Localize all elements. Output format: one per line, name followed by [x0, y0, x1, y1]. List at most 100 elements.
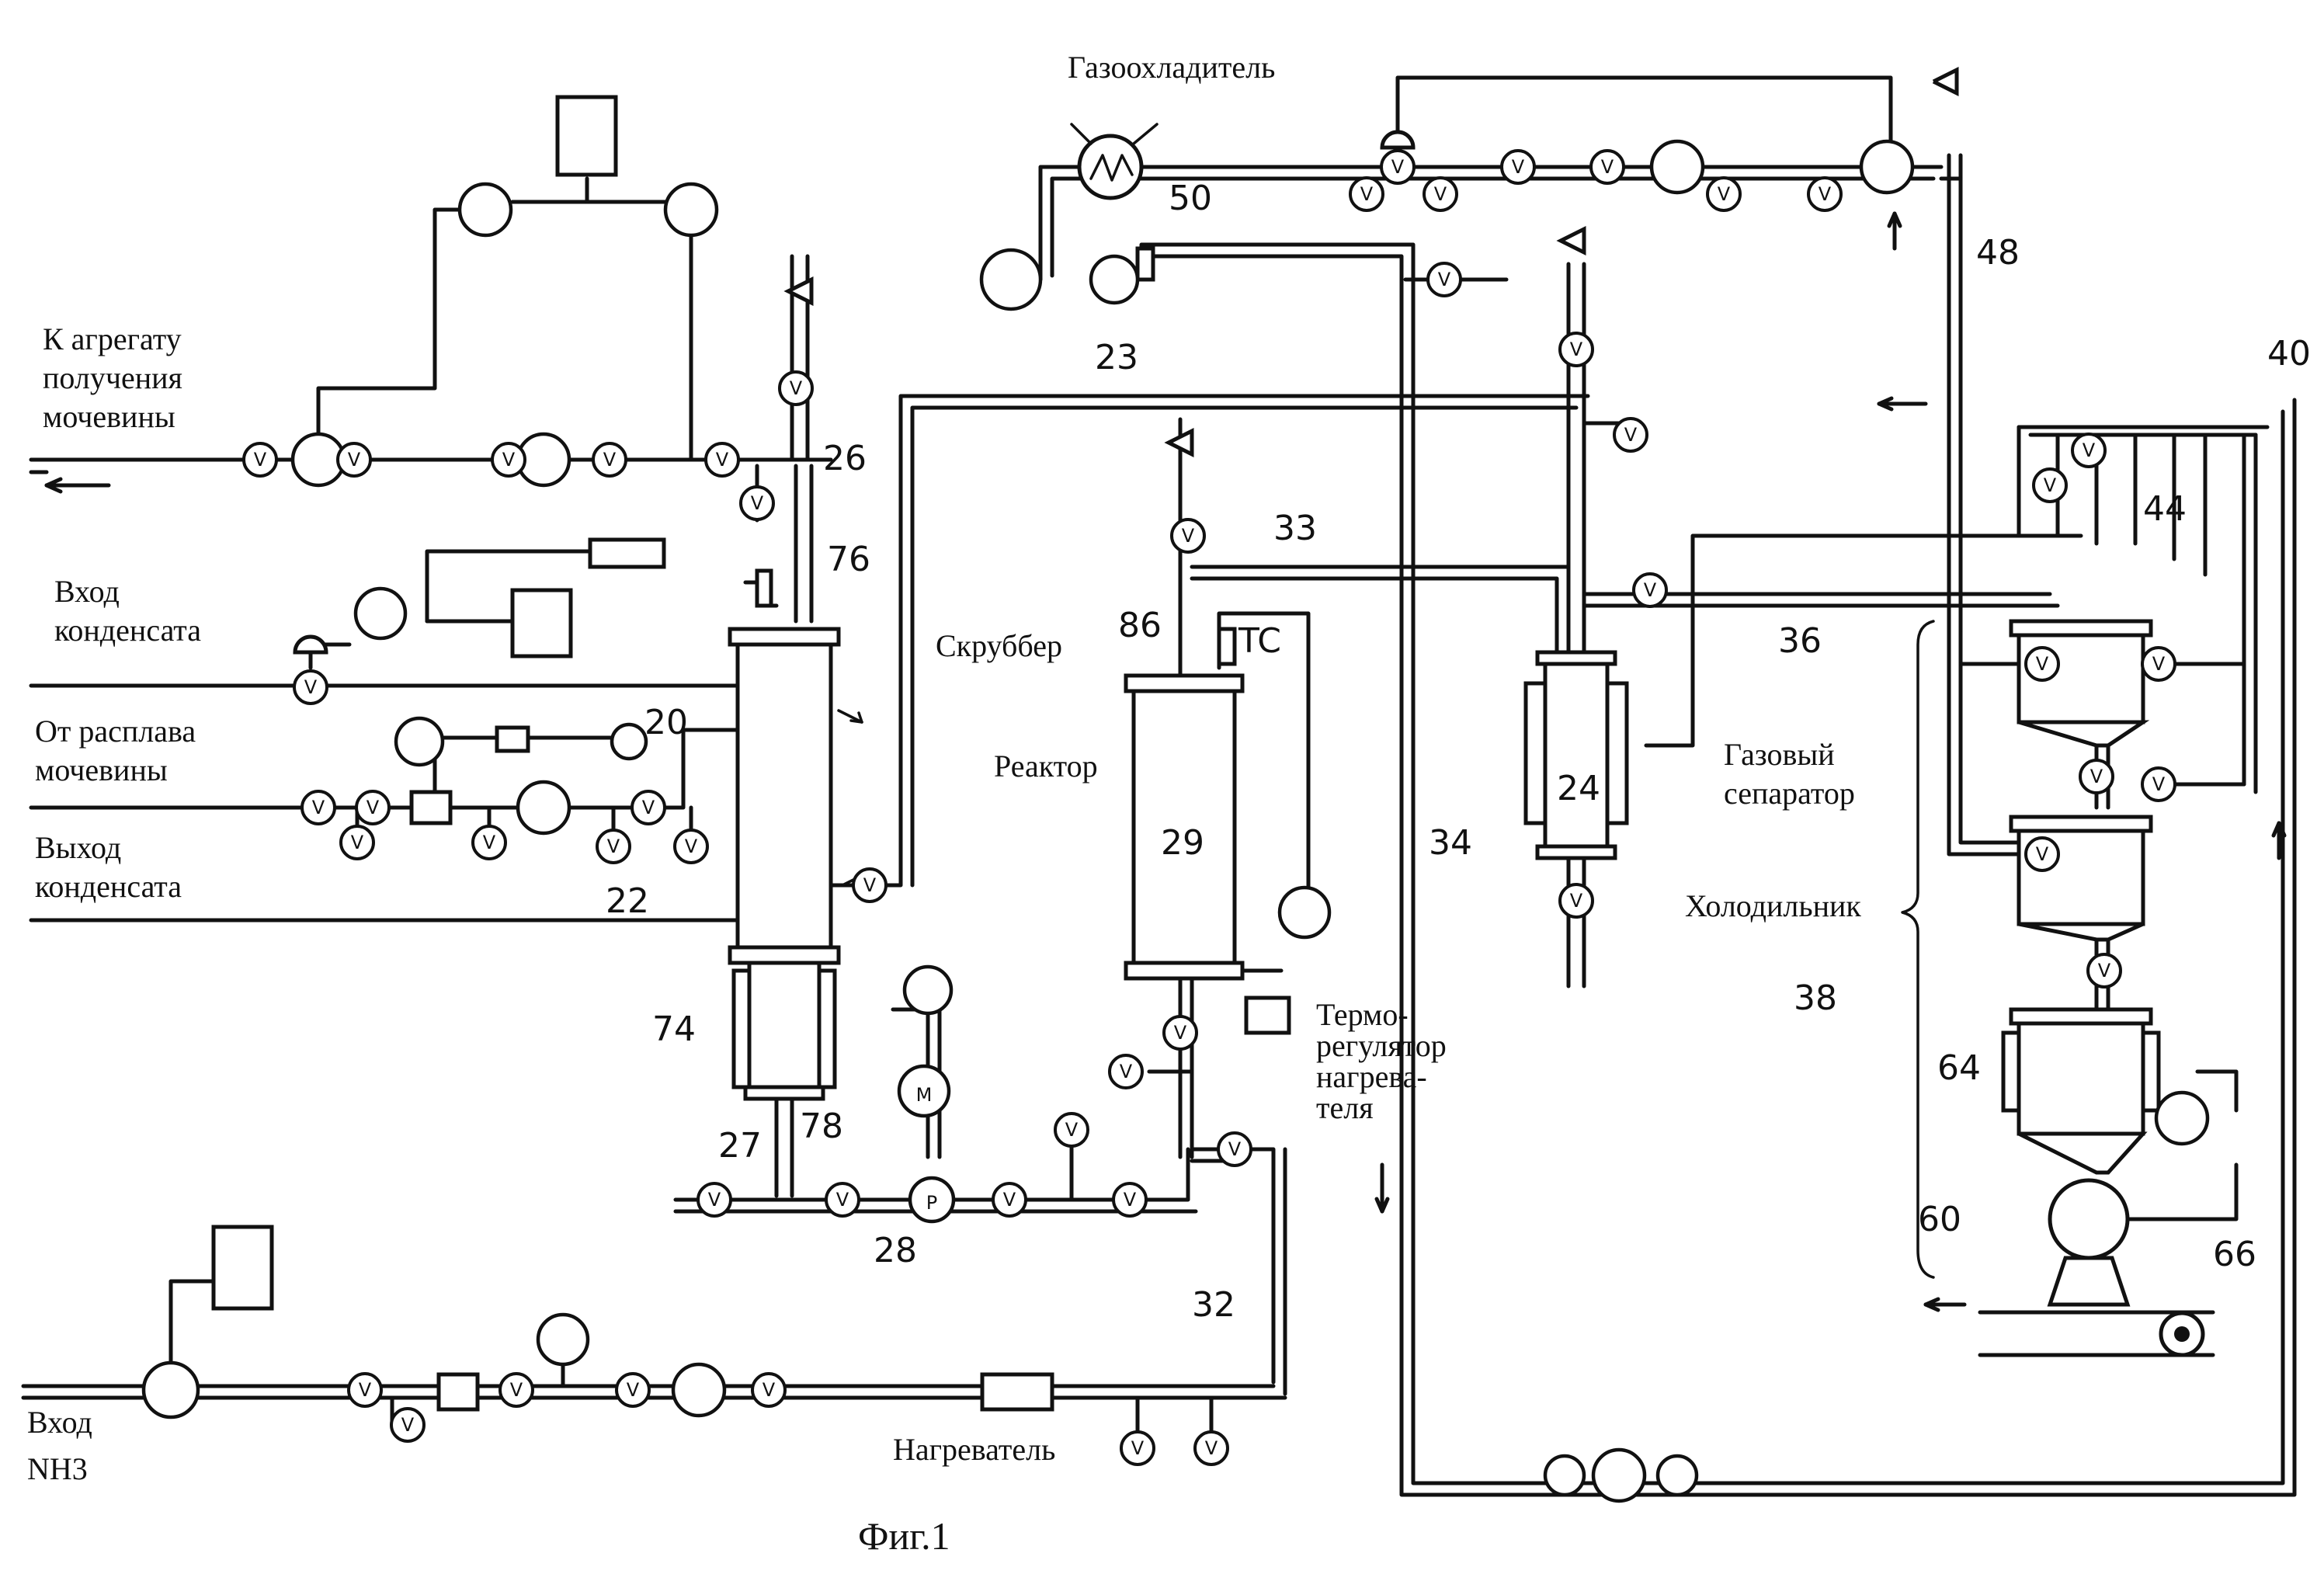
svg-text:V: V	[2152, 653, 2166, 675]
label-thermoregulator-3: нагрева-	[1316, 1059, 1427, 1094]
svg-text:V: V	[1601, 156, 1614, 178]
valve-icon: V	[741, 487, 773, 519]
valve-icon: V	[1055, 1114, 1088, 1146]
ref-20: 20	[644, 703, 688, 742]
svg-text:V: V	[2044, 474, 2057, 496]
svg-text:V: V	[607, 836, 620, 857]
instrument-box	[558, 97, 616, 175]
svg-text:V: V	[708, 1189, 721, 1211]
ref-50: 50	[1169, 179, 1212, 218]
valve-icon: V	[597, 830, 630, 863]
svg-text:V: V	[603, 449, 617, 471]
valve-icon: V	[244, 443, 276, 476]
ref-76: 76	[827, 540, 870, 579]
valve-icon: V	[356, 791, 389, 824]
valve-icon: V	[2080, 760, 2113, 793]
valve-icon: V	[752, 1374, 785, 1406]
valve-icon: V	[593, 443, 626, 476]
svg-text:V: V	[1718, 183, 1731, 205]
valve-icon: V	[632, 791, 665, 824]
label-thermoregulator-4: теля	[1316, 1090, 1374, 1125]
valve-icon: V	[2142, 768, 2175, 801]
ref-66: 66	[2213, 1235, 2256, 1274]
valve-icon: V	[2026, 838, 2058, 870]
label-condensate-in-2: конденсата	[54, 613, 201, 648]
valve-icon: V	[1424, 178, 1457, 210]
ref-27: 27	[718, 1126, 762, 1166]
svg-text:V: V	[642, 797, 655, 818]
instrument-box	[214, 1227, 272, 1308]
svg-text:V: V	[2090, 766, 2103, 787]
svg-text:V: V	[1205, 1437, 1218, 1459]
valve-icon: V	[1591, 151, 1624, 183]
svg-text:V: V	[1228, 1138, 1242, 1160]
valve-icon: V	[617, 1374, 649, 1406]
ref-33: 33	[1273, 509, 1317, 548]
valve-icon: V	[2142, 648, 2175, 680]
valve-icon: V	[341, 826, 373, 859]
label-reactor: Реактор	[994, 749, 1098, 784]
valve-icon: V	[1172, 519, 1204, 552]
valve-icon: V	[391, 1409, 424, 1441]
ref-32: 32	[1192, 1285, 1235, 1325]
label-condensate-out-2: конденсата	[35, 869, 182, 904]
valve-icon: V	[2072, 434, 2105, 467]
label-condensate-in-1: Вход	[54, 574, 120, 609]
svg-text:V: V	[1391, 156, 1405, 178]
label-heater: Нагреватель	[893, 1432, 1055, 1467]
svg-text:V: V	[1003, 1189, 1016, 1211]
valve-icon: V	[1634, 574, 1666, 606]
svg-text:V: V	[1570, 339, 1583, 360]
svg-text:V: V	[1124, 1189, 1137, 1211]
label-nh3-in-1: Вход	[27, 1405, 92, 1440]
label-gas-separator-2: сепаратор	[1724, 776, 1855, 811]
svg-text:V: V	[2098, 960, 2111, 982]
svg-text:V: V	[1644, 579, 1657, 601]
svg-text:V: V	[1131, 1437, 1145, 1459]
label-gas-cooler: Газоохладитель	[1068, 50, 1275, 85]
figure-caption: Фиг.1	[858, 1514, 950, 1558]
ref-26: 26	[823, 439, 867, 478]
svg-text:V: V	[1624, 424, 1638, 446]
label-thermoregulator-2: регулятор	[1316, 1028, 1447, 1063]
valve-icon: V	[675, 830, 707, 863]
valve-icon: V	[1560, 884, 1593, 917]
svg-text:V: V	[763, 1379, 776, 1401]
svg-text:V: V	[2152, 773, 2166, 795]
ref-60: 60	[1918, 1200, 1961, 1239]
valve-icon: V	[1113, 1183, 1146, 1216]
ref-22: 22	[606, 881, 649, 921]
svg-text:V: V	[1819, 183, 1832, 205]
cooler-vessel-3	[2019, 1017, 2143, 1134]
svg-text:V: V	[351, 832, 364, 853]
svg-text:V: V	[502, 449, 516, 471]
svg-text:V: V	[790, 377, 803, 399]
label-to-urea-unit-3: мочевины	[43, 399, 175, 434]
svg-text:V: V	[2036, 843, 2049, 865]
svg-text:V: V	[1182, 525, 1195, 547]
valve-icon: V	[1195, 1432, 1228, 1465]
svg-text:V: V	[401, 1414, 415, 1436]
ref-40: 40	[2267, 334, 2311, 374]
valve-icon: V	[1110, 1055, 1142, 1088]
svg-text:V: V	[359, 1379, 372, 1401]
ref-74: 74	[652, 1009, 696, 1049]
valve-icon: V	[349, 1374, 381, 1406]
svg-text:V: V	[366, 797, 380, 818]
label-gas-separator-1: Газовый	[1724, 737, 1835, 772]
svg-text:V: V	[1570, 890, 1583, 912]
valve-icon: V	[2034, 469, 2066, 502]
svg-text:V: V	[685, 836, 698, 857]
svg-text:V: V	[510, 1379, 523, 1401]
equipment	[214, 97, 2203, 1409]
label-from-urea-melt-1: От расплава	[35, 714, 196, 749]
valve-icon: V	[1707, 178, 1740, 210]
valve-icon: V	[780, 372, 812, 405]
ref-28: 28	[874, 1231, 917, 1270]
valve-icon: V	[853, 869, 886, 902]
label-cooler: Холодильник	[1685, 888, 1861, 923]
svg-text:V: V	[863, 874, 877, 896]
svg-text:V: V	[348, 449, 361, 471]
valve-icon: V	[1808, 178, 1841, 210]
svg-text:V: V	[1512, 156, 1525, 178]
